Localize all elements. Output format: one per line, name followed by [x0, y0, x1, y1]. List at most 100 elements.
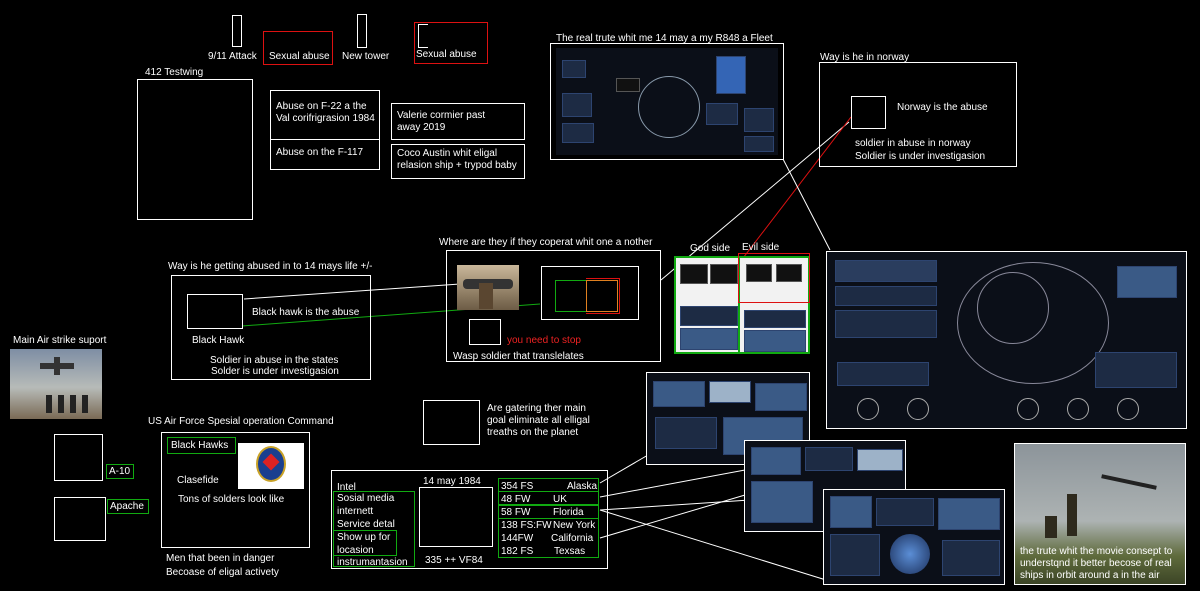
apache-box: [54, 497, 106, 541]
testwing-box: [137, 79, 253, 220]
intel-title: Intel: [337, 482, 356, 493]
evil-side-image: [738, 256, 810, 354]
tower-bar-3: [418, 24, 428, 48]
intel-item-3: Service detal: [337, 519, 395, 530]
intel-code: 335 ++ VF84: [425, 555, 483, 566]
tower-bar-2: [357, 14, 367, 48]
unit-5-place: California: [551, 533, 594, 544]
sexual-abuse-label-2: Sexual abuse: [416, 49, 477, 60]
orbit-diagram-image: [826, 251, 1187, 429]
a10-label-box: [106, 464, 134, 479]
stop-label: you need to stop: [507, 335, 581, 346]
unit-4-place: New York: [553, 520, 596, 531]
unit-5: 144FW: [501, 533, 534, 544]
sexual-abuse-box-1: [263, 31, 333, 65]
unit-1-place: Alaska: [567, 481, 598, 492]
space-collage-image-3: [823, 489, 1005, 585]
socom-title: US Air Force Spesial operation Command: [148, 416, 334, 427]
soldier-helicopter-image: [457, 265, 519, 310]
note-f22: Abuse on F-22 a the Val corifrigrasion 1…: [276, 101, 375, 124]
note-coco: Coco Austin whit eligal relasion ship + …: [397, 148, 517, 171]
gathering-box: [423, 400, 480, 445]
blackhawk-title: Way is he getting abused in to 14 mays l…: [168, 261, 373, 272]
danger-line2: Becoase of eligal activety: [166, 567, 279, 578]
cooperate-title: Where are they if they coperat whit one …: [439, 237, 653, 248]
showup-box: [333, 530, 397, 556]
valerie-box: [391, 103, 525, 140]
unit-1: 354 FS: [501, 481, 534, 492]
blackhawk-line1: Soldier in abuse in the states: [210, 355, 339, 366]
a10-label: A-10: [109, 466, 131, 477]
unit-3-place: Florida: [553, 507, 584, 518]
intel-item-6: instrumantasion: [337, 557, 408, 568]
apache-label: Apache: [110, 501, 144, 512]
connector-fleet-screenshot: [782, 158, 831, 251]
movie-concept-frame: [1014, 443, 1186, 585]
cooperate-inner-frame: [541, 266, 639, 320]
airstrike-photo: [10, 349, 102, 419]
intel-item-4: Show up for: [337, 532, 391, 543]
lookalike-label: Tons of solders look like: [178, 494, 285, 505]
airstrike-title: Main Air strike suport: [13, 335, 107, 346]
afsoc-emblem: [238, 443, 304, 489]
socom-frame: [161, 432, 310, 548]
blackhawk-abuse-label: Black hawk is the abuse: [252, 307, 360, 318]
norway-line2: Soldier is under investigasion: [855, 151, 986, 162]
cooperate-green-box: [555, 280, 587, 312]
god-side-image: [674, 256, 740, 354]
connector-units-2: [599, 469, 746, 498]
cooperate-orange-box: [586, 280, 618, 312]
blackhawk-inner-box: [187, 294, 243, 329]
wasp-box: [469, 319, 501, 345]
tower-bar-1: [232, 15, 242, 47]
a10-box: [54, 434, 103, 481]
norway-line1: soldier in abuse in norway: [855, 138, 971, 149]
norway-title: Way is he in norway: [820, 52, 910, 63]
fleet-title: The real trute whit me 14 may a my R848 …: [556, 33, 773, 44]
wasp-label: Wasp soldier that translelates: [453, 351, 584, 362]
unit-4: 138 FS:FW: [501, 520, 552, 531]
intel-item-5: locasion: [337, 545, 374, 556]
apache-label-box: [107, 499, 149, 514]
new-tower-label: New tower: [342, 51, 390, 62]
blackhawk-label: Black Hawk: [192, 335, 245, 346]
space-collage-image-1: [646, 372, 810, 465]
fleet-frame: [550, 43, 784, 160]
connector-units-5: [599, 494, 746, 539]
abuse-notes-box: [270, 90, 380, 170]
blackhawk-frame: [171, 275, 371, 380]
unit-6-place: Texsas: [554, 546, 586, 557]
unit-row-3-box: [498, 505, 599, 519]
clasefide-label: Clasefide: [177, 475, 219, 486]
norway-inner-label: Norway is the abuse: [897, 102, 988, 113]
fleet-diagram-image: [556, 48, 778, 155]
unit-2-place: UK: [553, 494, 567, 505]
gathering-text: Are gatering ther main goal eliminate al…: [487, 403, 590, 438]
intel-date: 14 may 1984: [423, 476, 481, 487]
testwing-title: 412 Testwing: [145, 67, 204, 78]
intel-frame: [331, 470, 608, 569]
unit-2: 48 FW: [501, 494, 531, 505]
danger-line1: Men that been in danger: [166, 553, 275, 564]
movie-concept-text: the trute whit the movie consept to unde…: [1020, 546, 1173, 581]
note-valerie: Valerie cormier past away 2019: [397, 110, 486, 133]
blackhawks-box: [167, 437, 236, 454]
blackhawk-line2: Solder is under investigasion: [211, 366, 339, 377]
note-f117: Abuse on the F-117: [276, 147, 364, 158]
blackhawks-label: Black Hawks: [171, 440, 229, 451]
note-divider: [270, 139, 380, 140]
intel-list-box: [333, 491, 415, 567]
sexual-abuse-box-2: [414, 22, 488, 64]
god-side-label: God side: [690, 243, 731, 254]
attack-label: 9/11 Attack: [208, 51, 257, 62]
unit-6: 182 FS: [501, 546, 534, 557]
intel-center-box: [419, 487, 493, 547]
cooperate-frame: [446, 250, 661, 362]
coco-box: [391, 144, 525, 179]
cooperate-red-box: [586, 278, 620, 314]
norway-inner-box: [851, 96, 886, 129]
unit-3: 58 FW: [501, 507, 531, 518]
intel-item-2: internett: [337, 506, 374, 517]
evil-side-label: Evil side: [742, 242, 780, 253]
intel-item-1: Sosial media: [337, 493, 395, 504]
